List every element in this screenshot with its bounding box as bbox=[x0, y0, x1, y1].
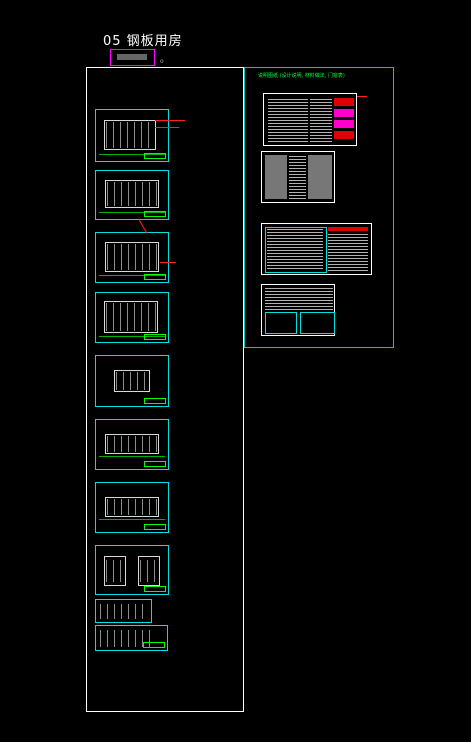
elevation-hatch bbox=[107, 436, 157, 452]
sheet-10[interactable] bbox=[95, 625, 168, 651]
sheet-1[interactable] bbox=[95, 109, 169, 162]
grey-block bbox=[265, 155, 287, 199]
schedule-text bbox=[267, 229, 323, 269]
title-block bbox=[144, 524, 166, 530]
leader-line bbox=[155, 127, 179, 128]
notes-sheet-2[interactable] bbox=[261, 151, 335, 203]
title-block bbox=[144, 398, 166, 404]
leader-line bbox=[160, 262, 176, 263]
notes-sheet-4[interactable] bbox=[261, 284, 335, 336]
title-block bbox=[144, 153, 166, 159]
plan-grid bbox=[106, 303, 156, 331]
notes-text bbox=[289, 155, 306, 199]
ground-line bbox=[99, 456, 165, 457]
roof-plan bbox=[114, 370, 150, 392]
sheet-8[interactable] bbox=[95, 545, 169, 595]
notes-sheet-3[interactable] bbox=[261, 223, 372, 275]
right-panel-title: 说明图纸 (设计说明, 材料做法, 门窗表) bbox=[258, 73, 345, 79]
leader-line bbox=[357, 96, 367, 97]
floor-plan bbox=[105, 180, 159, 208]
detail-box bbox=[300, 312, 335, 334]
elevation-hatch bbox=[107, 499, 157, 515]
plan-grid bbox=[106, 122, 154, 148]
plan-grid bbox=[107, 244, 157, 270]
sheet-2[interactable] bbox=[95, 170, 169, 220]
dimension-line bbox=[99, 212, 165, 213]
title-block bbox=[144, 334, 166, 340]
grey-block bbox=[308, 155, 332, 199]
section-b bbox=[138, 556, 160, 586]
elevation bbox=[105, 434, 159, 454]
right-notes-frame bbox=[244, 67, 394, 348]
notes-text bbox=[310, 98, 332, 142]
red-table bbox=[334, 98, 354, 106]
sheet-7[interactable] bbox=[95, 482, 169, 533]
title-block bbox=[144, 274, 166, 280]
elevation bbox=[105, 497, 159, 517]
title-block bbox=[144, 461, 166, 467]
drawing-title: 05 钢板用房 bbox=[103, 34, 183, 49]
detail-blocks bbox=[100, 630, 150, 647]
section-hatch bbox=[140, 560, 158, 582]
dimension-line bbox=[99, 275, 165, 276]
notes-sheet-1[interactable] bbox=[263, 93, 357, 146]
title-block bbox=[143, 642, 165, 648]
sheet-6[interactable] bbox=[95, 419, 169, 470]
magenta-table bbox=[334, 120, 354, 128]
notes-text bbox=[268, 98, 308, 142]
sheet-5[interactable] bbox=[95, 355, 169, 407]
title-block bbox=[144, 586, 166, 592]
dimension-line bbox=[99, 336, 165, 337]
sheet-3[interactable] bbox=[95, 232, 169, 283]
title-marker: o bbox=[160, 58, 164, 65]
detail-box bbox=[265, 312, 297, 334]
notes-text bbox=[328, 233, 368, 271]
dimension-line bbox=[99, 154, 165, 155]
sheet-4[interactable] bbox=[95, 292, 169, 343]
title-block bbox=[144, 211, 166, 217]
notes-text bbox=[265, 288, 333, 310]
title-tag-fill bbox=[117, 54, 147, 60]
section-hatch bbox=[106, 560, 124, 582]
red-table bbox=[334, 131, 354, 139]
floor-plan bbox=[104, 120, 156, 150]
roof-hatch bbox=[116, 372, 148, 390]
detail-blocks bbox=[100, 604, 148, 619]
plan-grid bbox=[107, 182, 157, 206]
red-notes bbox=[328, 227, 368, 231]
magenta-table bbox=[334, 109, 354, 117]
floor-plan bbox=[104, 301, 158, 333]
floor-plan bbox=[105, 242, 159, 272]
left-drawing-frame bbox=[86, 67, 244, 712]
title-tag-box bbox=[110, 49, 155, 66]
section-a bbox=[104, 556, 126, 586]
leader-line bbox=[155, 120, 185, 121]
sheet-9[interactable] bbox=[95, 599, 152, 623]
schedule-table bbox=[265, 227, 327, 273]
ground-line bbox=[99, 519, 165, 520]
